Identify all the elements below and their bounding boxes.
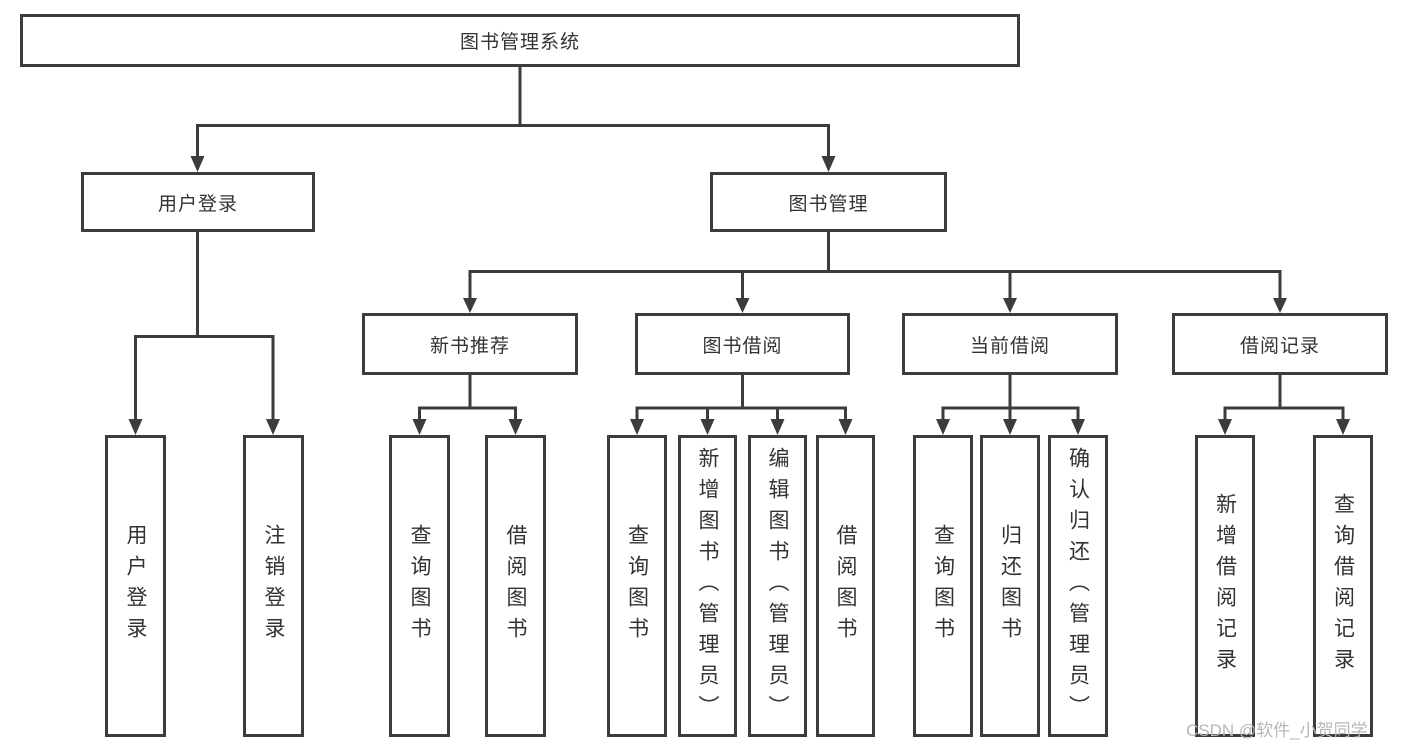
- node-leaf-cb-return-books-label: 归还图书: [998, 524, 1022, 648]
- arrowhead-icon: [838, 419, 853, 435]
- node-leaf-br-add-record: 新增借阅记录: [1195, 435, 1255, 737]
- arrowhead-icon: [128, 419, 143, 435]
- node-new-book-rec: 新书推荐: [362, 313, 578, 375]
- node-leaf-bb-borrow-books-label: 借阅图书: [834, 524, 857, 648]
- node-user-login: 用户登录: [81, 172, 315, 232]
- arrowhead-icon: [630, 419, 644, 435]
- node-leaf-cb-query-books-label: 查询图书: [931, 524, 955, 648]
- arrowhead-icon: [1218, 419, 1232, 435]
- node-leaf-cb-return-books: 归还图书: [980, 435, 1040, 737]
- watermark: CSDN @软件_小贺同学: [1186, 721, 1368, 740]
- node-leaf-bb-edit-books: 编辑图书（管理员）: [748, 435, 807, 737]
- node-leaf-logout-label: 注销登录: [262, 524, 285, 648]
- arrowhead-icon: [770, 419, 785, 435]
- arrowhead-icon: [412, 419, 427, 435]
- node-leaf-br-add-record-label: 新增借阅记录: [1213, 493, 1237, 679]
- node-book-borrow: 图书借阅: [635, 313, 850, 375]
- arrowhead-icon: [508, 419, 523, 435]
- node-current-borrow-label: 当前借阅: [969, 335, 1050, 357]
- node-borrow-records: 借阅记录: [1172, 313, 1388, 375]
- node-book-mgmt: 图书管理: [710, 172, 947, 232]
- node-leaf-user-login-label: 用户登录: [124, 524, 147, 648]
- arrowhead-icon: [1071, 419, 1085, 435]
- node-leaf-bb-edit-books-label: 编辑图书（管理员）: [766, 446, 789, 726]
- node-borrow-records-label: 借阅记录: [1239, 335, 1320, 357]
- arrowhead-icon: [1003, 298, 1017, 313]
- node-leaf-cb-confirm-return: 确认归还（管理员）: [1048, 435, 1108, 737]
- arrowhead-icon: [1003, 419, 1017, 435]
- node-root-label: 图书管理系统: [459, 32, 580, 53]
- node-leaf-bb-add-books: 新增图书（管理员）: [678, 435, 737, 737]
- arrowhead-icon: [735, 298, 750, 313]
- arrowhead-group: [128, 156, 1350, 435]
- node-root: 图书管理系统: [20, 14, 1020, 67]
- node-leaf-rec-query-books: 查询图书: [389, 435, 450, 737]
- node-leaf-rec-query-books-label: 查询图书: [408, 524, 431, 648]
- node-new-book-rec-label: 新书推荐: [429, 335, 510, 357]
- node-leaf-user-login: 用户登录: [105, 435, 166, 737]
- node-leaf-cb-query-books: 查询图书: [913, 435, 973, 737]
- arrowhead-icon: [190, 156, 205, 172]
- arrowhead-icon: [266, 419, 280, 435]
- arrowhead-icon: [700, 419, 715, 435]
- node-current-borrow: 当前借阅: [902, 313, 1118, 375]
- node-leaf-bb-query-books-label: 查询图书: [625, 524, 649, 648]
- arrowhead-icon: [821, 156, 836, 172]
- node-user-login-label: 用户登录: [157, 193, 238, 215]
- arrowhead-icon: [1273, 298, 1287, 313]
- arrowhead-icon: [936, 419, 950, 435]
- node-leaf-rec-borrow-books-label: 借阅图书: [504, 524, 527, 648]
- node-leaf-cb-confirm-return-label: 确认归还（管理员）: [1066, 446, 1090, 726]
- node-book-mgmt-label: 图书管理: [788, 193, 869, 215]
- node-leaf-rec-borrow-books: 借阅图书: [485, 435, 546, 737]
- arrowhead-icon: [463, 298, 477, 313]
- node-leaf-logout: 注销登录: [243, 435, 304, 737]
- arrowhead-icon: [1336, 419, 1350, 435]
- node-leaf-bb-borrow-books: 借阅图书: [816, 435, 875, 737]
- node-book-borrow-label: 图书借阅: [702, 335, 783, 357]
- node-leaf-bb-query-books: 查询图书: [607, 435, 667, 737]
- node-leaf-bb-add-books-label: 新增图书（管理员）: [696, 446, 719, 726]
- node-leaf-br-query-record-label: 查询借阅记录: [1331, 493, 1355, 679]
- node-leaf-br-query-record: 查询借阅记录: [1313, 435, 1373, 737]
